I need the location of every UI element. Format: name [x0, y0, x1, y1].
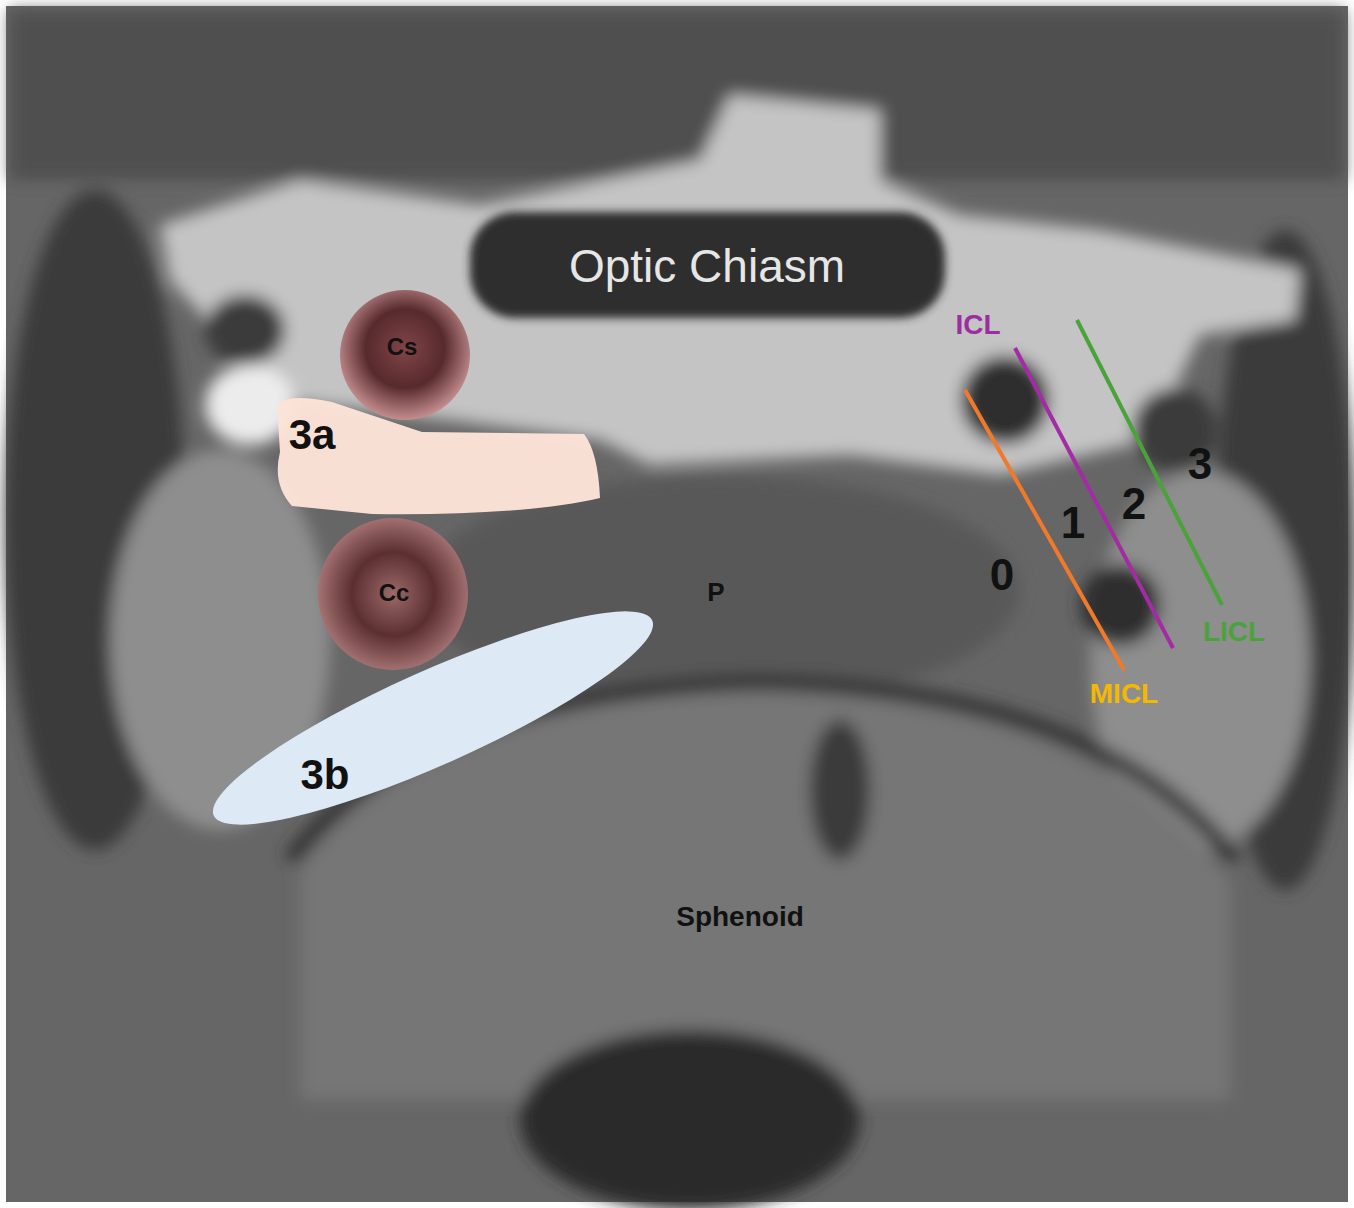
band-shape — [277, 398, 600, 514]
node-text: Cc — [379, 581, 410, 605]
line-label: MICL — [1090, 680, 1158, 708]
line-label: ICL — [955, 311, 1000, 339]
circle-shape — [318, 518, 468, 670]
node-text: 3a — [289, 414, 336, 456]
ellipse-shape — [195, 577, 672, 858]
licl-line — [1077, 320, 1222, 605]
zone-ellipse: 3b — [205, 600, 660, 835]
grade-number: 3 — [1188, 442, 1212, 486]
node-text: Optic Chiasm — [569, 243, 845, 289]
carotid-lines — [965, 320, 1222, 670]
zone-band: 3a — [272, 392, 602, 522]
zone-ellipse-outline — [205, 600, 660, 835]
structure-label: P — [707, 579, 724, 605]
icl-line — [1015, 348, 1173, 648]
vessel-circle: Cc — [318, 518, 468, 670]
micl-line — [965, 390, 1124, 670]
brain-tissue — [10, 10, 1344, 180]
mri-anatomy — [5, 10, 1354, 1208]
grade-number: 2 — [1122, 482, 1146, 526]
vessel — [205, 295, 285, 365]
mri-field — [6, 6, 1348, 1202]
grade-number: 0 — [990, 553, 1014, 597]
grade-number: 1 — [1061, 501, 1085, 545]
zone-band-outline — [272, 392, 602, 522]
node-text: Cs — [387, 335, 418, 359]
chiasm-shape — [470, 212, 945, 318]
vessel-circle: Cs — [340, 290, 470, 420]
node-text: 3b — [300, 754, 349, 796]
sphenoid-cavity — [520, 1030, 860, 1208]
carotid-flow-void — [1080, 565, 1160, 645]
structure-label: Sphenoid — [676, 903, 804, 931]
circle-shape — [340, 290, 470, 420]
line-label: LICL — [1203, 618, 1265, 646]
structure-label-box: Optic Chiasm — [470, 212, 945, 318]
carotid-flow-void — [961, 356, 1049, 444]
septum — [810, 720, 870, 860]
